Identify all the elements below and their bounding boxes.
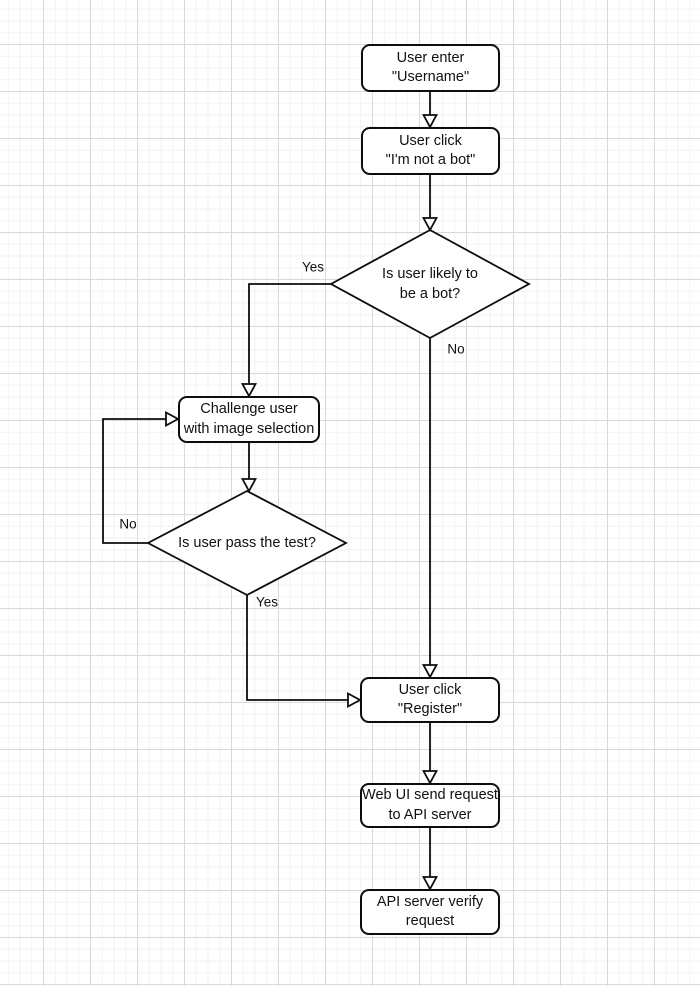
- node-user-enter-username: User enter "Username": [361, 44, 500, 92]
- arrowhead-down-passtest: [240, 478, 258, 493]
- arrowhead-right-register: [347, 691, 362, 709]
- arrowhead-down-click: [421, 114, 439, 129]
- arrowhead-down-webui: [421, 770, 439, 785]
- arrowhead-down-api: [421, 876, 439, 891]
- connector-passtest-yes-to-register: [246, 595, 348, 701]
- node-webui-send-request: Web UI send request to API server: [360, 783, 500, 828]
- decision-label-is-bot: Is user likely to be a bot?: [382, 266, 478, 302]
- node-user-click-not-a-bot: User click "I'm not a bot": [361, 127, 500, 175]
- node-user-click-register: User click "Register": [360, 677, 500, 723]
- decision-diamond-is-bot: [329, 228, 531, 340]
- node-api-server-verify: API server verify request: [360, 889, 500, 935]
- edge-label-passtest-yes: Yes: [255, 594, 279, 610]
- node-challenge-image-selection: Challenge user with image selection: [178, 396, 320, 443]
- arrowhead-right-challenge-loop: [165, 410, 180, 428]
- decision-label-pass-test: Is user pass the test?: [178, 535, 316, 551]
- edge-label-passtest-no: No: [119, 516, 137, 532]
- decision-diamond-pass-test: [146, 489, 348, 597]
- connector-isbot-yes-to-challenge: [248, 283, 331, 384]
- arrowhead-down-challenge: [240, 383, 258, 398]
- connector-passtest-no-to-challenge: [102, 418, 166, 544]
- arrowhead-down-register: [421, 664, 439, 679]
- arrowhead-down-isbot: [421, 217, 439, 232]
- edge-label-isbot-yes: Yes: [301, 259, 325, 275]
- edge-label-isbot-no: No: [447, 341, 465, 357]
